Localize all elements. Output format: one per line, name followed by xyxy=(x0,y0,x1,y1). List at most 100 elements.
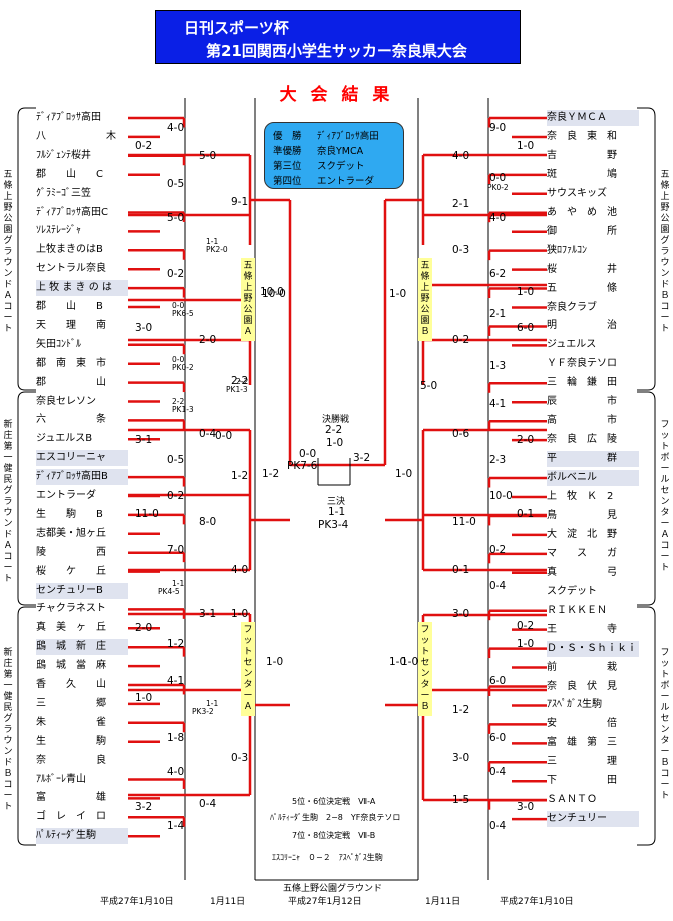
footer-date-2: 1月11日 xyxy=(210,897,246,907)
left-score: 5-0 xyxy=(199,150,217,162)
right-team: 吉 野 xyxy=(547,149,617,161)
left-pk: PK2-0 xyxy=(206,245,228,254)
right-score: 0-1 xyxy=(517,508,535,520)
semi-right-score: 3-2 xyxy=(353,452,371,464)
right-score: 4-0 xyxy=(489,212,507,224)
right-score: 2-1 xyxy=(452,198,470,210)
right-score: 1-2 xyxy=(452,704,470,716)
left-team: 郡 山 xyxy=(36,376,106,388)
right-score: 0-4 xyxy=(489,766,507,778)
left-team: ゴ レ イ ロ xyxy=(36,811,106,823)
right-score: 3-0 xyxy=(452,752,470,764)
left-team: 郡 山 C xyxy=(36,168,103,180)
right-score: 11-0 xyxy=(452,516,476,528)
left-team: 六 条 xyxy=(36,414,106,426)
left-score: 0-0 xyxy=(215,430,233,442)
final-score-2: 1-0 xyxy=(326,437,344,449)
qf-right-1: 1-0 xyxy=(389,288,407,300)
third-label: 三決 xyxy=(327,497,346,507)
left-score: 1-2 xyxy=(231,470,249,482)
side-label-r3: フットボールセンター Ｂコート xyxy=(660,648,673,801)
left-score: 3-1 xyxy=(199,608,217,620)
left-pk: 0-0 xyxy=(172,355,185,364)
left-pk: PK3-2 xyxy=(192,707,214,716)
right-team: 下 田 xyxy=(547,775,617,787)
right-team: 真 弓 xyxy=(547,566,617,578)
right-team: 奈 良 広 陵 xyxy=(547,434,617,446)
right-team: サウスキッズ xyxy=(547,187,607,199)
right-team: 三 輪 鎌 田 xyxy=(547,377,617,389)
right-team: ボルベニル xyxy=(547,470,639,487)
footer-date-3: 平成27年1月12日 xyxy=(288,897,362,907)
right-team: 三 理 xyxy=(547,756,617,768)
title-line1: 日刊スポーツ杯 xyxy=(184,19,289,37)
left-score: 0-3 xyxy=(231,752,249,764)
left-team: ﾊﾟﾙﾃｨｰﾀﾞ生駒 xyxy=(36,828,128,845)
left-score: 4-1 xyxy=(167,675,185,687)
left-team: 郡 山 B xyxy=(36,301,103,312)
right-team: 奈 良 伏 見 xyxy=(547,680,617,692)
footer-date-1: 平成27年1月10日 xyxy=(100,897,174,907)
qf-left-1: 10-0 xyxy=(262,288,286,300)
left-team: 都 南 東 市 xyxy=(36,357,106,369)
right-team: 桜 井 xyxy=(547,263,617,275)
right-score: 1-0 xyxy=(517,286,535,298)
left-team: 陵 西 xyxy=(36,546,106,558)
left-team: センチュリーB xyxy=(36,582,128,599)
left-score: 1-8 xyxy=(167,732,185,744)
right-score: 1-5 xyxy=(452,794,470,806)
left-team: 矢田ｺﾝﾄﾞﾙ xyxy=(36,338,81,350)
qf-right-2: 1-0 xyxy=(395,468,413,480)
right-score: 5-0 xyxy=(420,380,438,392)
side-label-l1: 五條上野公園グラウンド Ａコート xyxy=(3,170,22,334)
left-team: 上 牧 ま き の は xyxy=(36,280,128,297)
right-score: 1-0 xyxy=(517,140,535,152)
left-team: エスコリーニャ xyxy=(36,450,128,467)
left-pk: 1-1 xyxy=(206,699,219,708)
left-pk: 2-2 xyxy=(236,377,249,386)
left-team: エントラーダ xyxy=(36,490,96,501)
side-label-r2: フットボールセンター Ａコート xyxy=(660,420,673,573)
left-score: 0-5 xyxy=(167,178,185,190)
left-team: 奈良セレソン xyxy=(36,395,96,407)
left-score: 1-0 xyxy=(135,692,153,704)
venue-label-right-fc: フットセンターＢ xyxy=(418,622,432,716)
right-score: 0-1 xyxy=(452,564,470,576)
left-team: 桜 ケ 丘 xyxy=(36,565,106,577)
right-team: 富 雄 第 三 xyxy=(547,737,617,749)
right-score: 4-0 xyxy=(452,150,470,162)
winner-row-4: 第四位エントラーダ xyxy=(273,176,375,187)
left-team: 三 郷 xyxy=(36,697,106,709)
left-score: 9-1 xyxy=(231,196,249,208)
right-team: 安 倍 xyxy=(547,718,617,730)
left-score: 1-4 xyxy=(167,820,185,832)
right-score: 0-3 xyxy=(452,244,470,256)
left-team: ﾃﾞｨｱﾌﾞﾛｯｻ高田 xyxy=(36,112,101,123)
left-team: 朱 雀 xyxy=(36,716,106,728)
left-team: ﾃﾞｨｱﾌﾞﾛｯｻ高田C xyxy=(36,206,108,218)
right-team: 狭ﾛﾌｧﾙｺﾝ xyxy=(547,244,587,256)
right-score: 0-2 xyxy=(452,334,470,346)
right-score: 2-3 xyxy=(489,454,507,466)
side-label-l3: 新庄第一健民グラウンド Ｂコート xyxy=(3,648,22,812)
left-score: 0-2 xyxy=(167,490,185,502)
left-pk: 2-2 xyxy=(172,397,185,406)
right-team: 辰 市 xyxy=(547,396,617,408)
playoff-78-title: 7位・8位決定戦 Ⅶ-B xyxy=(292,831,376,840)
right-score: 0-0 xyxy=(489,172,507,184)
left-score: 4-0 xyxy=(167,766,185,778)
right-team: ＹＦ奈良テソロ xyxy=(547,358,617,370)
right-team: 上 牧 Ｋ 2 xyxy=(547,491,614,502)
left-pk: PK1-3 xyxy=(172,405,194,414)
left-pk: 0-0 xyxy=(172,301,185,310)
right-score: 2-1 xyxy=(489,308,507,320)
right-score: 6-0 xyxy=(517,322,535,334)
left-team: 志都美・旭ヶ丘 xyxy=(36,527,106,539)
right-score: 0-6 xyxy=(452,428,470,440)
winner-row-2: 準優勝奈良YMCA xyxy=(273,146,364,157)
left-team: セントラル奈良 xyxy=(36,263,106,275)
left-score: 0-5 xyxy=(167,454,185,466)
left-score: 8-0 xyxy=(199,516,217,528)
left-score: 11-0 xyxy=(135,508,159,520)
